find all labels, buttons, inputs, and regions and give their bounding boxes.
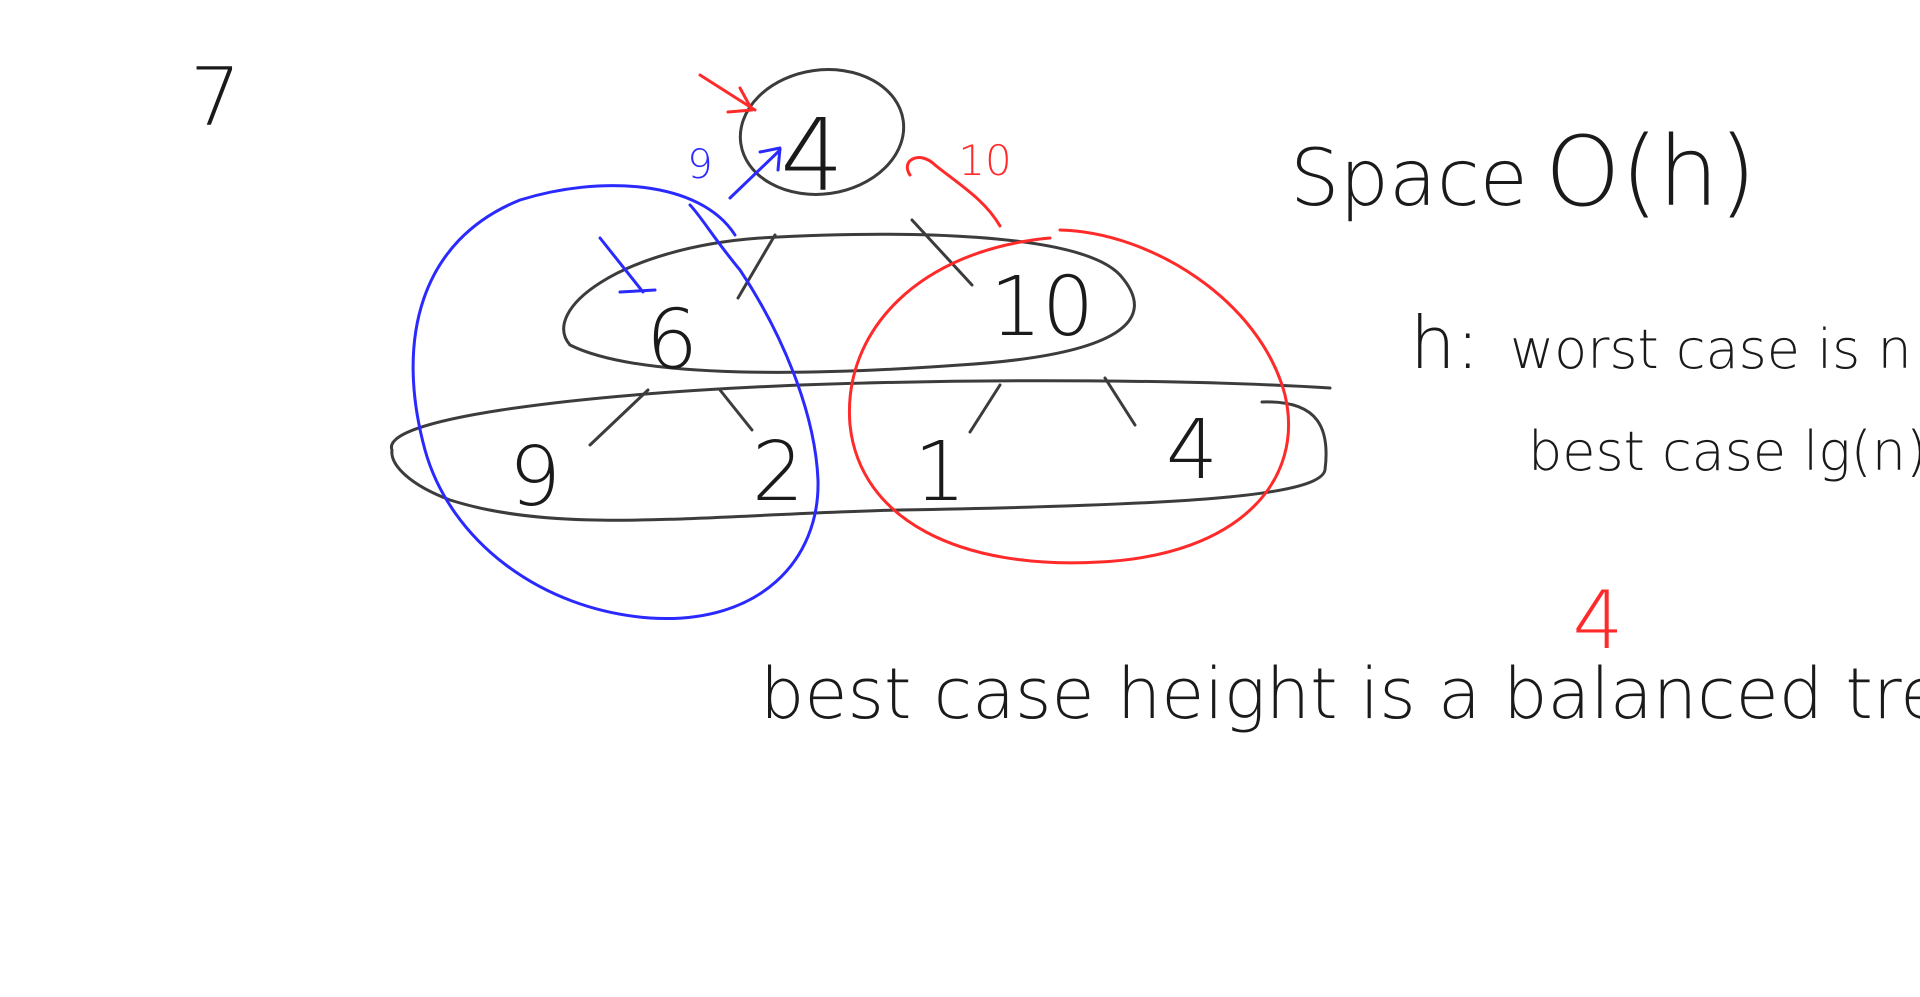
space-label: Space — [1290, 134, 1528, 224]
red-annotations: 10 4 — [698, 73, 1624, 667]
level-groupings — [390, 68, 1332, 522]
red-arrow-into-root — [698, 73, 757, 112]
edge-10-4 — [1103, 376, 1137, 427]
worst-case-text: worst case is n — [1510, 318, 1912, 381]
node-level1-right: 10 — [990, 260, 1094, 355]
tree-edges — [588, 218, 1137, 447]
node-level2-b: 2 — [752, 425, 804, 520]
red-arrowhead-into-root — [726, 86, 754, 114]
level2-ellipse — [390, 379, 1332, 522]
tree-nodes: 4 6 10 9 2 1 4 — [509, 97, 1218, 525]
red-step-label: 10 — [958, 136, 1011, 185]
edge-root-right — [910, 218, 974, 287]
edge-6-9 — [588, 388, 650, 447]
best-case-text: best case lg(n) — [1528, 420, 1920, 483]
node-level2-a: 9 — [509, 430, 561, 525]
red-above-balanced: 4 — [1573, 574, 1624, 667]
blue-arrowhead-to-root — [758, 146, 782, 172]
edge-root-left — [736, 233, 777, 300]
level1-ellipse — [562, 232, 1136, 374]
red-arrow-to-root — [906, 156, 1002, 228]
h-label: h: — [1410, 301, 1480, 385]
edge-10-1 — [968, 383, 1002, 434]
node-level2-d: 4 — [1166, 403, 1218, 498]
problem-number: 7 — [190, 51, 241, 144]
blue-annotations: 9 — [411, 142, 820, 620]
complexity-notes: Space O(h) h: worst case is n best case … — [760, 116, 1920, 735]
root-circle — [738, 68, 906, 196]
space-value: O(h) — [1545, 116, 1756, 228]
best-height-text: best case height is a balanced tree — [760, 653, 1920, 735]
left-subtree-circle — [411, 184, 820, 620]
blue-step-label: 9 — [687, 142, 712, 188]
node-level2-c: 1 — [914, 425, 966, 520]
edge-6-2 — [718, 388, 754, 432]
node-level1-left: 6 — [646, 293, 698, 388]
blue-arrow-to-6 — [598, 236, 645, 294]
right-subtree-circle — [847, 228, 1291, 565]
node-root: 4 — [780, 97, 844, 214]
blue-arrowhead-to-6 — [618, 288, 657, 294]
blue-arrow-to-root — [728, 148, 782, 200]
